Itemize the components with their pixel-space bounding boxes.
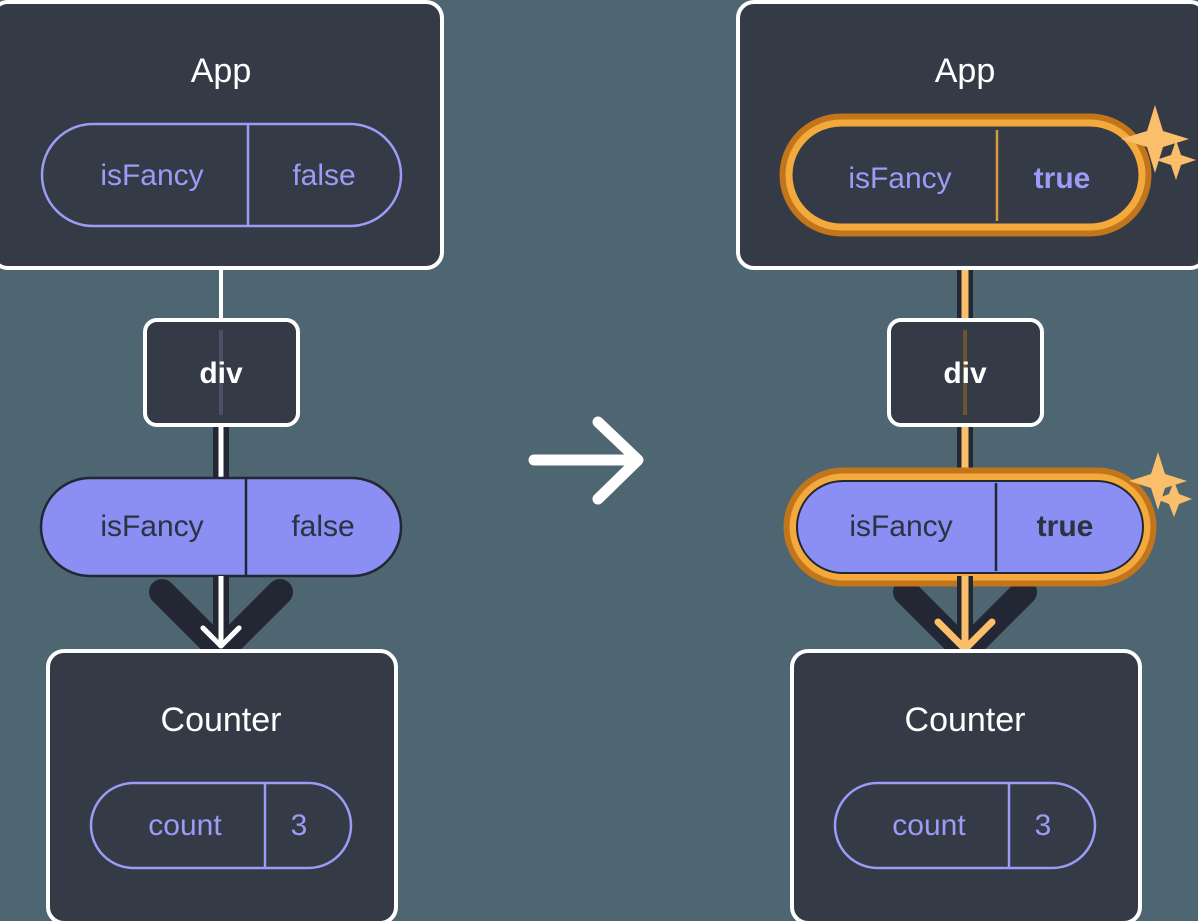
app-card-title-before: App xyxy=(191,52,252,90)
sparkle-large-icon-prop xyxy=(1129,452,1187,510)
counter-state-pill-after[interactable]: count 3 xyxy=(833,781,1097,870)
counter-pill-outline-after xyxy=(833,781,1097,870)
app-card-after[interactable]: App isFancy true xyxy=(736,0,1198,270)
prop-pill-bg-after xyxy=(796,480,1144,574)
panel-after: App isFancy true div xyxy=(736,0,1198,921)
counter-pill-key-before: count xyxy=(148,809,222,842)
pill-value-before: false xyxy=(292,159,355,192)
prop-pill-before[interactable]: isFancy false xyxy=(39,476,403,578)
pill-key-before: isFancy xyxy=(100,159,203,192)
transition-arrow-right-icon xyxy=(528,416,644,505)
counter-pill-value-after: 3 xyxy=(1035,809,1052,842)
prop-pill-key-before: isFancy xyxy=(100,510,203,543)
counter-pill-outline-before xyxy=(89,781,353,870)
pill-outline-before xyxy=(40,122,403,228)
sparkle-icon-app-after xyxy=(1121,105,1196,180)
prop-pill-value-before: false xyxy=(291,510,354,543)
app-state-pill-after[interactable]: isFancy true xyxy=(779,113,1152,237)
app-card-before[interactable]: App isFancy false xyxy=(0,0,444,270)
counter-card-title-before: Counter xyxy=(161,701,282,739)
sparkle-small-icon-app xyxy=(1156,140,1196,180)
div-node-label-after: div xyxy=(943,357,987,390)
pill-highlight-ring-inner-after xyxy=(785,119,1146,231)
sparkle-large-icon-app xyxy=(1121,105,1189,173)
div-node-after[interactable]: div xyxy=(887,318,1044,427)
pill-bg-after xyxy=(793,127,1138,223)
counter-pill-value-before: 3 xyxy=(291,809,308,842)
app-card-title-after: App xyxy=(935,52,996,90)
counter-card-title-after: Counter xyxy=(905,701,1026,739)
pill-value-after: true xyxy=(1034,162,1091,195)
div-node-before[interactable]: div xyxy=(143,318,300,427)
counter-pill-key-after: count xyxy=(892,809,966,842)
sparkle-small-icon-prop xyxy=(1156,481,1192,517)
sparkle-icon-prop-after xyxy=(1129,452,1192,517)
counter-card-bg-before xyxy=(46,649,398,921)
div-node-label-before: div xyxy=(199,357,243,390)
counter-state-pill-before[interactable]: count 3 xyxy=(89,781,353,870)
pill-key-after: isFancy xyxy=(848,162,951,195)
arrow-head-tip-before xyxy=(200,625,242,649)
prop-pill-after[interactable]: isFancy true xyxy=(783,467,1157,587)
prop-pill-key-after: isFancy xyxy=(849,510,952,543)
app-card-bg-before xyxy=(0,0,444,270)
counter-card-bg-after xyxy=(790,649,1142,921)
counter-card-before[interactable]: Counter count 3 xyxy=(46,649,398,921)
prop-pill-value-after: true xyxy=(1037,510,1094,543)
panel-before: App isFancy false div isFancy false xyxy=(0,0,444,921)
counter-card-after[interactable]: Counter count 3 xyxy=(790,649,1142,921)
app-state-pill-before[interactable]: isFancy false xyxy=(40,122,403,228)
